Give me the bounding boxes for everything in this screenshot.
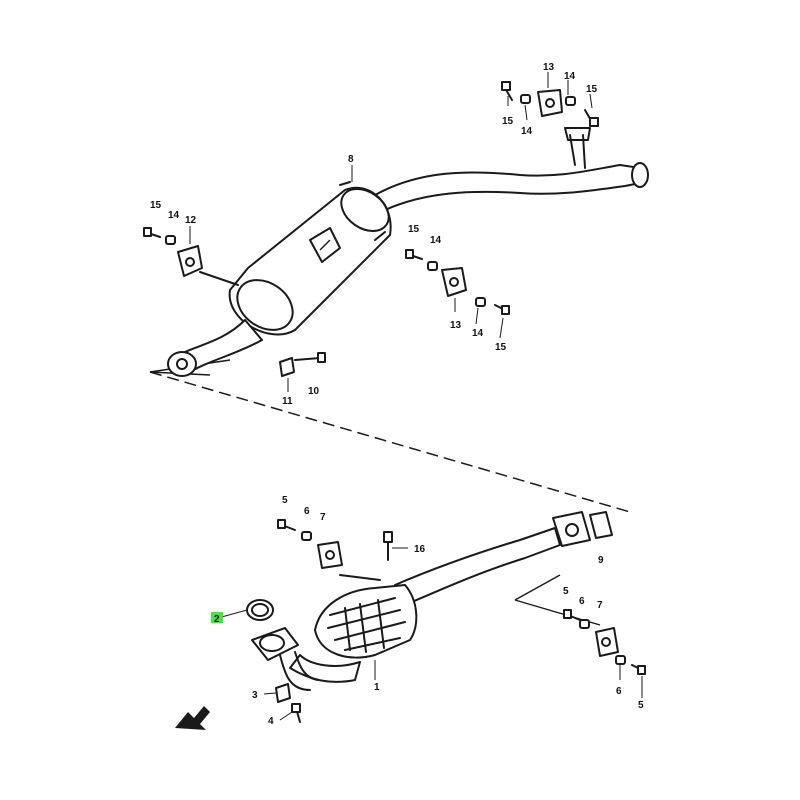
leader-lines <box>189 72 643 721</box>
hangers-lower <box>317 541 619 657</box>
callout-11: 11 <box>282 396 293 407</box>
callout-5: 5 <box>638 700 644 711</box>
callout-10: 10 <box>308 386 320 397</box>
callout-15: 15 <box>150 200 162 211</box>
front-arrow-icon <box>175 706 210 730</box>
callout-6: 6 <box>579 596 585 607</box>
front-pipe-lower <box>251 627 319 691</box>
catalytic-converter <box>289 584 418 683</box>
callout-15: 15 <box>408 224 420 235</box>
callout-14: 14 <box>521 126 533 137</box>
fasteners-lower <box>275 519 646 723</box>
callout-3: 3 <box>252 690 258 701</box>
callout-15: 15 <box>495 342 507 353</box>
callout-7: 7 <box>597 600 603 611</box>
callout-8: 8 <box>348 154 354 165</box>
center-pipe <box>394 511 613 606</box>
callout-12: 12 <box>185 215 197 226</box>
fasteners-upper <box>143 81 599 377</box>
connection-lines <box>149 359 631 626</box>
callout-13: 13 <box>543 62 555 73</box>
gasket <box>246 599 274 621</box>
callout-9: 9 <box>598 555 604 566</box>
callout-5: 5 <box>563 586 569 597</box>
callout-4: 4 <box>268 716 274 727</box>
callout-14: 14 <box>564 71 576 82</box>
callout-14: 14 <box>168 210 180 221</box>
callout-14: 14 <box>472 328 484 339</box>
callout-7: 7 <box>320 512 326 523</box>
callout-13: 13 <box>450 320 462 331</box>
callout-6: 6 <box>616 686 622 697</box>
hangers-upper <box>177 89 563 297</box>
callout-6: 6 <box>304 506 310 517</box>
callout-labels: 8 13 14 15 15 14 15 14 12 15 14 13 14 15… <box>150 62 644 727</box>
muffler <box>228 181 392 336</box>
callout-5: 5 <box>282 495 288 506</box>
callout-16: 16 <box>414 544 426 555</box>
callout-15: 15 <box>502 116 514 127</box>
callout-15: 15 <box>586 84 598 95</box>
part-2-highlight <box>211 612 223 623</box>
tail-pipe <box>374 127 649 211</box>
callout-14: 14 <box>430 235 442 246</box>
front-pipe-upper <box>167 319 263 377</box>
callout-2: 2 <box>214 614 220 625</box>
callout-1: 1 <box>374 682 380 693</box>
